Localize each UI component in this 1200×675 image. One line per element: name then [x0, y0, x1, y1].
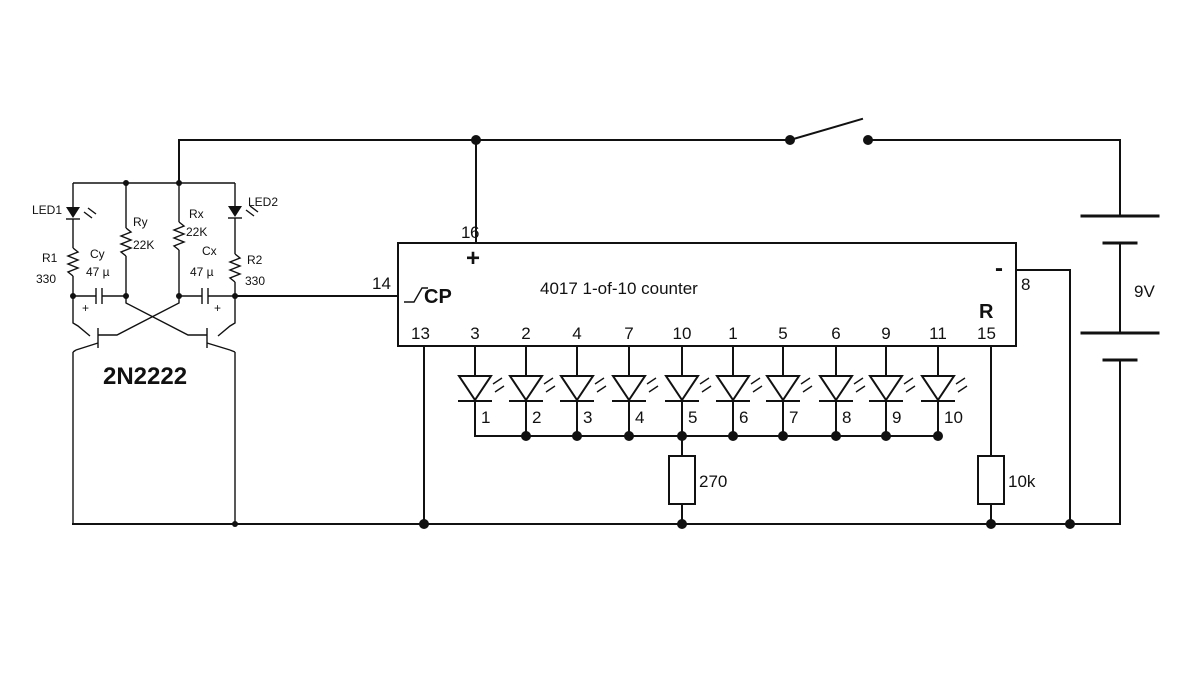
led-icon: [508, 375, 544, 402]
cy-value-label: 47 µ: [86, 265, 110, 279]
switch-contact-right: [863, 135, 873, 145]
led-icon: [920, 375, 956, 402]
led-icon: [611, 375, 647, 402]
supply-wiring: [72, 117, 1121, 525]
rx-value-label: 22K: [186, 225, 207, 239]
led-icon: [818, 375, 854, 402]
rx-name-label: Rx: [189, 207, 204, 221]
output-led-9: 9: [868, 345, 916, 441]
led-number-label: 4: [635, 408, 644, 427]
clock-edge-icon: [404, 287, 428, 303]
ry-name-label: Ry: [133, 215, 148, 229]
switch-to-battery-wire: [867, 139, 1121, 217]
r2-name-label: R2: [247, 253, 263, 267]
led2-icon: [228, 206, 242, 217]
output-pin-label: 3: [470, 324, 479, 343]
vdd-plus-mark: +: [466, 245, 480, 272]
output-pin-label: 5: [778, 324, 787, 343]
output-led-1: 1: [457, 345, 505, 437]
r1-name-label: R1: [42, 251, 58, 265]
junction-dots: [419, 135, 1075, 529]
led-number-label: 5: [688, 408, 697, 427]
led1-icon: [66, 207, 80, 218]
led-number-label: 7: [789, 408, 798, 427]
output-pin-label: 9: [881, 324, 890, 343]
pin-gnd-label: 8: [1021, 275, 1030, 294]
pin-13-label: 13: [411, 324, 430, 343]
pin-clock-label: 14: [372, 274, 391, 293]
output-pin-label: 6: [831, 324, 840, 343]
led-common-bus: 270: [474, 435, 939, 525]
battery: 9V: [1080, 214, 1160, 362]
output-led-10: 10: [920, 345, 968, 441]
output-pin-labels: 3 2 4 7 10 1 5 6 9 11: [470, 324, 947, 343]
led-number-label: 1: [481, 408, 490, 427]
output-pin-label: 10: [673, 324, 692, 343]
clock-label: CP: [424, 286, 452, 308]
pin8-ground-wire: [1015, 269, 1071, 525]
chip-body: [397, 242, 1017, 347]
positive-rail: [178, 139, 791, 184]
cy-plus-label: +: [82, 301, 89, 315]
led-number-label: 9: [892, 408, 901, 427]
output-led-5: 5: [664, 345, 712, 441]
output-led-3: 3: [559, 345, 607, 441]
led2-label: LED2: [248, 195, 278, 209]
pin-vdd-prefix: 1: [461, 223, 470, 242]
led-resistor: [668, 455, 696, 505]
power-switch[interactable]: [788, 117, 864, 142]
led-icon: [868, 375, 904, 402]
led-number-label: 3: [583, 408, 592, 427]
cx-value-label: 47 µ: [190, 265, 214, 279]
led-icon: [715, 375, 751, 402]
output-led-array: 1 2 3 4 5 6 7 8 9 10: [457, 345, 968, 441]
cx-name-label: Cx: [202, 244, 217, 258]
counter-chip: 4017 1-of-10 counter 1 6 + - 8 14 CP R 1…: [372, 223, 1030, 347]
r2-value-label: 330: [245, 274, 265, 288]
r1-value-label: 330: [36, 272, 56, 286]
output-led-7: 7: [765, 345, 813, 441]
output-led-8: 8: [818, 345, 866, 441]
battery-voltage-label: 9V: [1134, 282, 1155, 301]
led-icon: [765, 375, 801, 402]
chip-title: 4017 1-of-10 counter: [540, 279, 698, 298]
output-pin-label: 4: [572, 324, 581, 343]
transistor-label: 2N2222: [103, 363, 187, 390]
led-number-label: 8: [842, 408, 851, 427]
led1-label: LED1: [32, 203, 62, 217]
output-pin-label: 1: [728, 324, 737, 343]
reset-resistor-label: 10k: [1008, 472, 1036, 491]
led-resistor-label: 270: [699, 472, 727, 491]
output-led-2: 2: [508, 345, 556, 441]
led-number-label: 6: [739, 408, 748, 427]
r1-resistor-icon: [66, 247, 80, 277]
r2-resistor-icon: [228, 253, 242, 283]
pin-reset-label: 15: [977, 324, 996, 343]
pin-vdd-label: 6: [470, 223, 479, 242]
gnd-minus-mark: -: [995, 255, 1003, 282]
cy-name-label: Cy: [90, 247, 105, 261]
oscillator: LED1 LED2 R1 330 R2 330 Ry 22K Rx 22K Cy…: [32, 180, 399, 527]
output-led-4: 4: [611, 345, 659, 441]
ry-value-label: 22K: [133, 238, 154, 252]
cx-plus-label: +: [214, 301, 221, 315]
reset-resistor: [977, 455, 1005, 505]
output-pin-label: 11: [929, 324, 947, 343]
output-pin-label: 7: [624, 324, 633, 343]
led-number-label: 10: [944, 408, 963, 427]
led-number-label: 2: [532, 408, 541, 427]
led-icon: [559, 375, 595, 402]
output-led-6: 6: [715, 345, 763, 441]
ry-resistor-icon: [119, 227, 133, 257]
reset-label: R: [979, 301, 994, 323]
reset-resistor-branch: 10k: [977, 345, 1036, 525]
led-icon: [457, 375, 493, 402]
switch-contact-left: [785, 135, 795, 145]
led-icon: [664, 375, 700, 402]
output-pin-label: 2: [521, 324, 530, 343]
rx-resistor-icon: [172, 221, 186, 251]
